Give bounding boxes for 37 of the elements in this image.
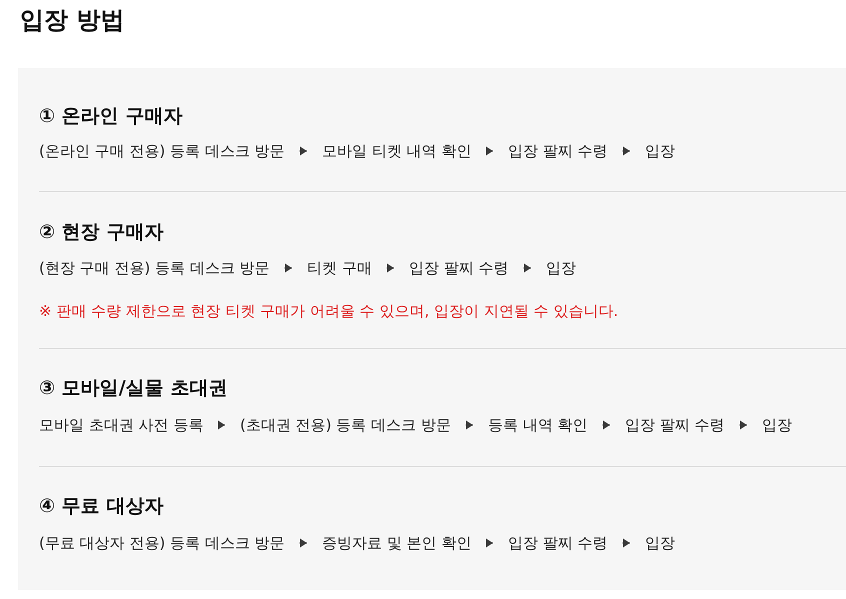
arrow	[300, 538, 307, 548]
arrow	[622, 146, 630, 156]
step-text: 입장	[645, 141, 675, 161]
step-text: (현장 구매 전용) 등록 데스크 방문	[39, 258, 270, 278]
arrow	[524, 264, 531, 272]
section-heading: ④ 무료 대상자	[39, 494, 164, 519]
step-text: 모바일 초대권 사전 등록	[39, 415, 204, 435]
step-text: 등록 내역 확인	[488, 415, 588, 435]
step-text: 입장 팔찌 수령	[409, 258, 509, 278]
step-text: 티켓 구매	[307, 258, 372, 278]
step-text: 입장	[762, 415, 792, 435]
step-text: 입장	[546, 258, 576, 278]
arrow	[486, 538, 493, 548]
step-text: 증빙자료 및 본인 확인	[322, 533, 472, 553]
arrow	[300, 146, 307, 156]
arrow	[486, 146, 493, 156]
step-text: 입장 팔찌 수령	[625, 415, 725, 435]
arrow	[284, 264, 292, 272]
arrow	[218, 420, 225, 430]
step-text: 입장 팔찌 수령	[508, 533, 608, 553]
warning-note: ※ 판매 수량 제한으로 현장 티켓 구매가 어려울 수 있으며, 입장이 지연될 수 있습니다.	[39, 301, 618, 321]
info-panel	[18, 68, 846, 590]
arrow	[740, 420, 747, 430]
arrow	[602, 420, 610, 430]
step-text: 입장	[645, 533, 675, 553]
step-text: (온라인 구매 전용) 등록 데스크 방문	[39, 141, 285, 161]
page-title: 입장 방법	[20, 5, 124, 36]
section-heading: ③ 모바일/실물 초대권	[39, 376, 228, 401]
step-text: 모바일 티켓 내역 확인	[322, 141, 472, 161]
step-text: (초대권 전용) 등록 데스크 방문	[240, 415, 451, 435]
step-text: 입장 팔찌 수령	[508, 141, 608, 161]
section-heading: ① 온라인 구매자	[39, 104, 182, 129]
arrow	[386, 264, 394, 272]
section-heading: ② 현장 구매자	[39, 220, 164, 245]
step-text: (무료 대상자 전용) 등록 데스크 방문	[39, 533, 285, 553]
arrow	[466, 420, 473, 430]
arrow	[622, 538, 630, 548]
